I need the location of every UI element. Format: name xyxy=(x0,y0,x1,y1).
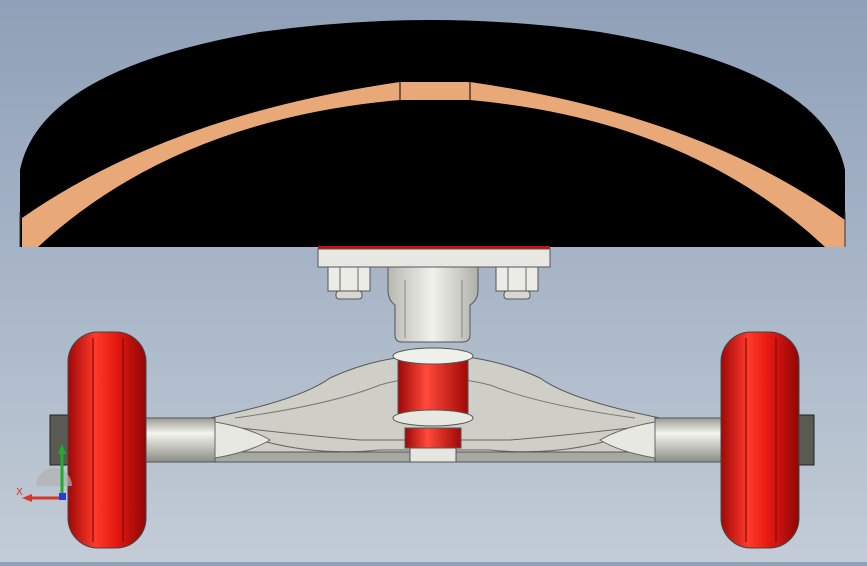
orientation-triad[interactable]: X xyxy=(14,440,74,510)
z-axis-marker xyxy=(59,493,66,500)
wheel-right[interactable] xyxy=(720,331,800,549)
deck-ply-layer xyxy=(22,82,845,247)
deck[interactable] xyxy=(19,20,846,249)
wheel-left[interactable] xyxy=(67,331,147,549)
bushing-top[interactable] xyxy=(392,347,474,427)
mounting-nut-right[interactable] xyxy=(495,266,539,300)
x-axis-label: X xyxy=(16,487,23,498)
mounting-nut-left[interactable] xyxy=(327,266,371,300)
axle xyxy=(144,417,726,463)
baseplate[interactable] xyxy=(317,248,551,343)
bushing-bottom[interactable] xyxy=(404,427,462,463)
